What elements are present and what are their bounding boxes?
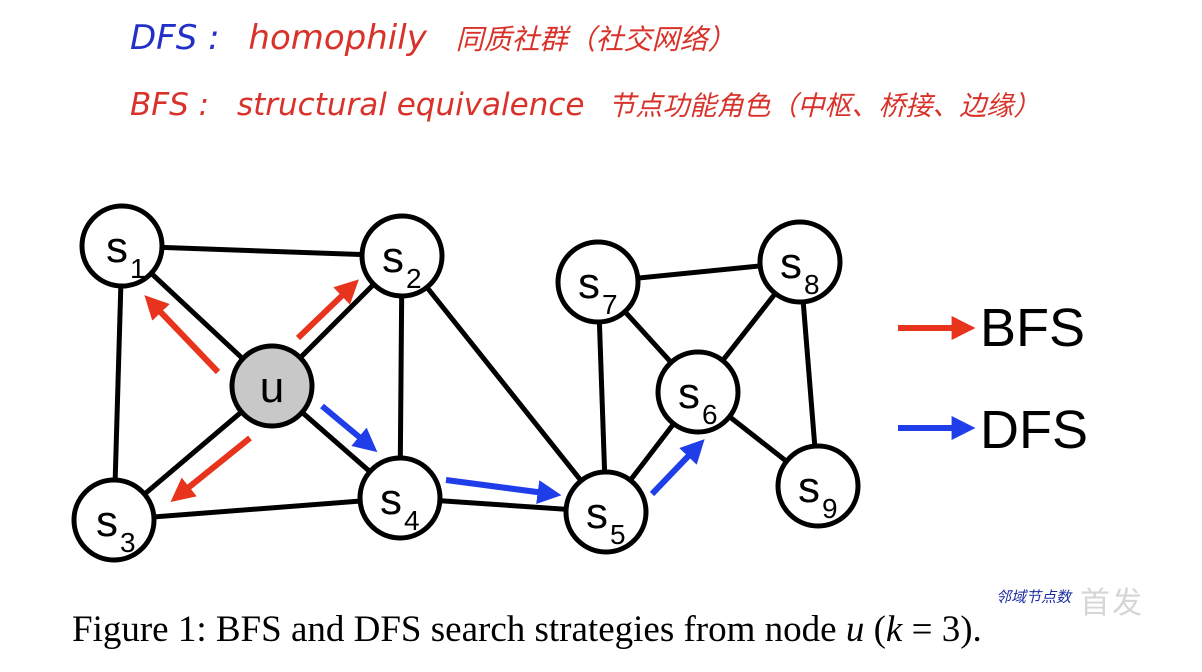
node-s1-sub: 1: [130, 253, 146, 284]
dfs-note: DFS : homophily 同质社群（社交网络）: [130, 18, 736, 58]
handwritten-side-note: 邻域节点数: [996, 588, 1072, 606]
node-s2-sub: 2: [406, 263, 422, 294]
node-s5: s 5: [563, 469, 649, 555]
node-s7-sub: 7: [602, 289, 618, 320]
node-s5-letter: s: [586, 489, 608, 538]
node-s5-sub: 5: [610, 519, 626, 550]
dfs-note-desc: 同质社群（社交网络）: [455, 23, 736, 56]
caption-open: (: [864, 609, 886, 650]
node-s9-sub: 9: [822, 493, 838, 524]
figure-caption: Figure 1: BFS and DFS search strategies …: [72, 608, 982, 651]
watermark: 首发: [1080, 586, 1144, 621]
dfs-arrow-s5-s6: [649, 439, 705, 497]
node-s9: s 9: [775, 443, 861, 529]
node-s6: s 6: [655, 349, 741, 435]
bfs-arrow-u-s3: [170, 435, 252, 503]
bfs-arrow-u-s2: [295, 279, 359, 341]
legend-bfs: BFS: [898, 298, 1085, 358]
node-s2: s 2: [359, 213, 445, 299]
bfs-arrow-u-s1: [144, 295, 221, 375]
caption-var-u: u: [845, 609, 865, 650]
node-s8-letter: s: [780, 239, 802, 288]
edge-s3-s4: [113, 495, 401, 523]
legend-bfs-label: BFS: [980, 298, 1085, 358]
node-s3: s 3: [71, 477, 157, 563]
bfs-note-term: structural equivalence: [236, 87, 585, 123]
caption-rest: = 3).: [902, 609, 982, 650]
bfs-note-label: BFS :: [130, 87, 210, 123]
node-s6-sub: 6: [702, 399, 718, 430]
node-s8-sub: 8: [804, 269, 820, 300]
bfs-arrows: [144, 279, 359, 503]
node-s3-sub: 3: [120, 527, 136, 558]
dfs-arrows: [320, 403, 705, 505]
edge-s2-s5: [400, 254, 608, 514]
bfs-note-desc: 节点功能角色（中枢、桥接、边缘）: [608, 91, 1041, 122]
legend-dfs-label: DFS: [980, 400, 1088, 460]
dfs-note-term: homophily: [248, 18, 427, 58]
dfs-arrow-s4-s5: [445, 477, 562, 505]
node-s3-letter: s: [96, 497, 118, 546]
edge-s1-s3: [111, 245, 125, 521]
node-s1: s 1: [79, 203, 165, 289]
node-s7: s 7: [555, 239, 641, 325]
node-s4-letter: s: [380, 475, 402, 524]
legend: BFS DFS: [898, 298, 1088, 460]
node-s8: s 8: [757, 219, 843, 305]
node-s1-letter: s: [106, 223, 128, 272]
node-s7-letter: s: [578, 259, 600, 308]
node-s4: s 4: [357, 455, 443, 541]
dfs-note-label: DFS :: [130, 18, 220, 58]
node-s2-letter: s: [382, 233, 404, 282]
dfs-arrow-u-s4: [320, 403, 378, 453]
edge-s1-s2: [121, 243, 403, 259]
node-u-label: u: [260, 363, 284, 412]
bfs-note: BFS : structural equivalence 节点功能角色（中枢、桥…: [130, 84, 1040, 123]
node-s9-letter: s: [798, 463, 820, 512]
node-u: u: [229, 343, 315, 429]
graph-nodes: u s 1 s 2 s 3 s 4 s 5 s 6: [71, 203, 861, 563]
node-s6-letter: s: [678, 369, 700, 418]
caption-var-k: k: [885, 609, 903, 650]
node-s4-sub: 4: [404, 505, 420, 536]
legend-dfs: DFS: [898, 400, 1088, 460]
caption-prefix: Figure 1: BFS and DFS search strategies …: [72, 609, 846, 650]
